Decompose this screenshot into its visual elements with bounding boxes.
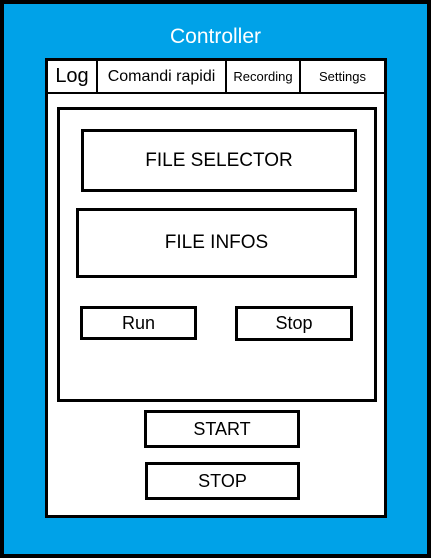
tab-comandi-rapidi[interactable]: Comandi rapidi [98,61,227,92]
file-selector[interactable]: FILE SELECTOR [81,129,357,192]
tab-bar: Log Comandi rapidi Recording Settings [48,61,384,94]
main-panel: Log Comandi rapidi Recording Settings FI… [45,58,387,518]
window-title: Controller [169,25,262,48]
stop-main-button[interactable]: STOP [145,462,300,500]
run-button[interactable]: Run [80,306,197,340]
tab-log[interactable]: Log [48,61,98,92]
start-button[interactable]: START [144,410,300,448]
tab-settings[interactable]: Settings [319,69,366,84]
file-infos-box: FILE INFOS [76,208,357,278]
stop-button[interactable]: Stop [235,306,353,341]
tab-content-area: FILE SELECTOR FILE INFOS Run Stop [57,107,377,402]
tab-recording[interactable]: Recording [227,61,301,92]
